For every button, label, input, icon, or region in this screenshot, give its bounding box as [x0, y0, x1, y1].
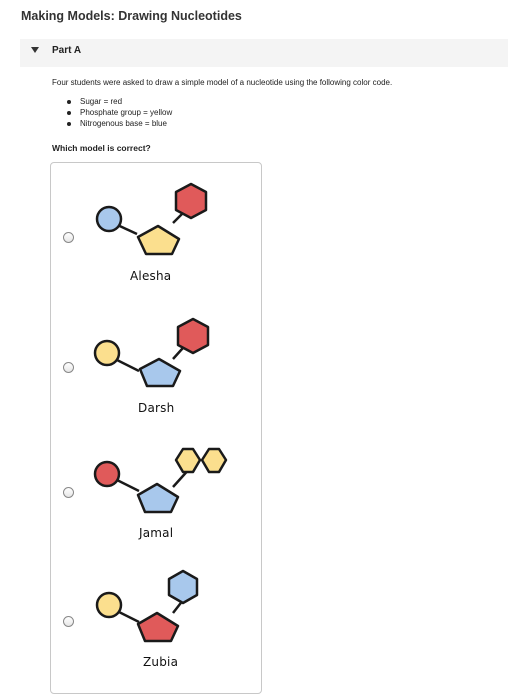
question-intro: Four students were asked to draw a simpl… [52, 78, 393, 87]
option-radio-jamal[interactable] [63, 487, 74, 498]
option-darsh[interactable]: Darsh [51, 309, 263, 439]
question-prompt: Which model is correct? [52, 143, 151, 153]
model-pentagon [138, 357, 182, 388]
model-circle [93, 460, 121, 488]
model-hexagon [167, 569, 199, 605]
color-code-item-base: Nitrogenous base = blue [66, 118, 172, 129]
option-radio-zubia[interactable] [63, 616, 74, 627]
model-hexagon [174, 447, 202, 474]
option-radio-alesha[interactable] [63, 232, 74, 243]
color-code-item-phosphate: Phosphate group = yellow [66, 107, 172, 118]
color-code-item-sugar: Sugar = red [66, 96, 172, 107]
model-circle [93, 339, 121, 367]
answer-options: Alesha Darsh Jamal [50, 162, 262, 694]
model-hexagon [200, 447, 228, 474]
model-circle [95, 591, 123, 619]
nucleotide-model-alesha [95, 182, 208, 256]
model-pentagon [136, 224, 181, 256]
option-radio-darsh[interactable] [63, 362, 74, 373]
model-circle [95, 205, 123, 233]
page-title: Making Models: Drawing Nucleotides [21, 9, 242, 23]
nucleotide-model-jamal [93, 447, 228, 514]
student-name-jamal: Jamal [139, 526, 174, 540]
option-alesha[interactable]: Alesha [51, 179, 263, 309]
student-name-alesha: Alesha [130, 269, 172, 283]
collapse-caret-icon[interactable] [31, 47, 39, 53]
part-label: Part A [52, 45, 82, 56]
model-pentagon [136, 611, 180, 643]
student-name-zubia: Zubia [143, 655, 179, 669]
nucleotide-model-zubia [95, 569, 199, 643]
part-a-header[interactable]: Part A [20, 39, 508, 67]
color-code-list: Sugar = red Phosphate group = yellow Nit… [66, 96, 172, 129]
option-zubia[interactable]: Zubia [51, 567, 263, 697]
model-hexagon [176, 317, 210, 355]
option-jamal[interactable]: Jamal [51, 439, 263, 569]
nucleotide-model-darsh [93, 317, 210, 388]
model-hexagon [174, 182, 208, 220]
student-name-darsh: Darsh [138, 401, 175, 415]
model-pentagon [136, 482, 180, 514]
